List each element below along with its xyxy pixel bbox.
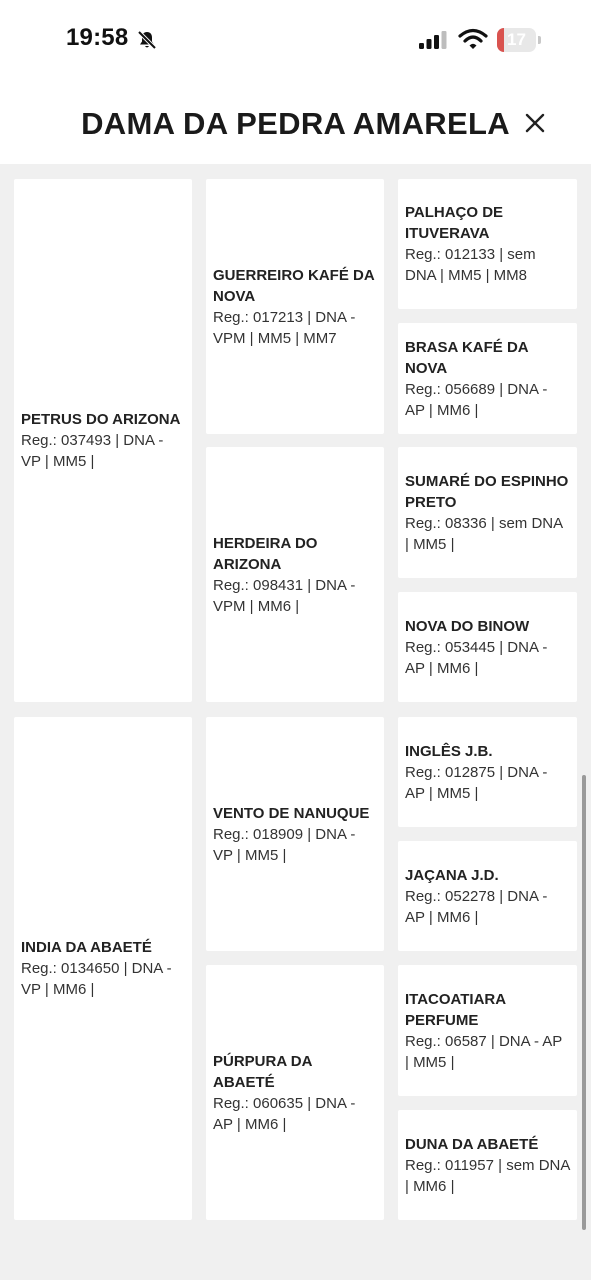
horse-registration: Reg.: 0134650 | DNA - VP | MM6 | bbox=[21, 960, 172, 998]
grandparent-card[interactable]: PÚRPURA DA ABAETÉ Reg.: 060635 | DNA - A… bbox=[206, 965, 384, 1220]
horse-registration: Reg.: 053445 | DNA - AP | MM6 | bbox=[405, 638, 548, 677]
great-grandparent-card[interactable]: INGLÊS J.B. Reg.: 012875 | DNA - AP | MM… bbox=[398, 717, 577, 827]
horse-registration: Reg.: 037493 | DNA - VP | MM5 | bbox=[21, 432, 164, 470]
grandparent-card[interactable]: VENTO DE NANUQUE Reg.: 018909 | DNA - VP… bbox=[206, 717, 384, 951]
horse-registration: Reg.: 012875 | DNA - AP | MM5 | bbox=[405, 763, 548, 802]
battery-icon: 17 bbox=[497, 28, 541, 52]
sire-card[interactable]: PETRUS DO ARIZONA Reg.: 037493 | DNA - V… bbox=[14, 179, 192, 702]
horse-registration: Reg.: 060635 | DNA - AP | MM6 | bbox=[213, 1094, 356, 1133]
wifi-icon bbox=[458, 28, 488, 50]
page-header: DAMA DA PEDRA AMARELA bbox=[0, 80, 591, 164]
horse-name: ITACOATIARA PERFUME bbox=[405, 990, 506, 1029]
horse-name: SUMARÉ DO ESPINHO PRETO bbox=[405, 472, 569, 511]
battery-level-fill bbox=[497, 28, 504, 52]
great-grandparent-card[interactable]: DUNA DA ABAETÉ Reg.: 011957 | sem DNA | … bbox=[398, 1110, 577, 1220]
horse-name: PÚRPURA DA ABAETÉ bbox=[213, 1052, 312, 1091]
status-bar: 19:58 17 bbox=[0, 0, 591, 80]
horse-registration: Reg.: 012133 | sem DNA | MM5 | MM8 bbox=[405, 246, 536, 284]
horse-registration: Reg.: 06587 | DNA - AP | MM5 | bbox=[405, 1032, 563, 1071]
horse-registration: Reg.: 018909 | DNA - VP | MM5 | bbox=[213, 825, 356, 864]
grandparent-card[interactable]: HERDEIRA DO ARIZONA Reg.: 098431 | DNA -… bbox=[206, 447, 384, 702]
horse-name: VENTO DE NANUQUE bbox=[213, 804, 370, 822]
page-title: DAMA DA PEDRA AMARELA bbox=[81, 106, 510, 141]
horse-name: BRASA KAFÉ DA NOVA bbox=[405, 338, 529, 377]
battery-cap bbox=[538, 36, 541, 44]
vertical-scrollbar[interactable] bbox=[582, 775, 586, 1230]
horse-registration: Reg.: 017213 | DNA - VPM | MM5 | MM7 bbox=[213, 308, 356, 347]
horse-name: JAÇANA J.D. bbox=[405, 866, 499, 884]
cellular-signal-icon bbox=[418, 30, 448, 50]
horse-registration: Reg.: 056689 | DNA - AP | MM6 | bbox=[405, 380, 548, 419]
close-button[interactable] bbox=[520, 108, 550, 138]
horse-name: INGLÊS J.B. bbox=[405, 742, 493, 760]
grandparent-card[interactable]: GUERREIRO KAFÉ DA NOVA Reg.: 017213 | DN… bbox=[206, 179, 384, 434]
great-grandparent-card[interactable]: JAÇANA J.D. Reg.: 052278 | DNA - AP | MM… bbox=[398, 841, 577, 951]
great-grandparent-card[interactable]: SUMARÉ DO ESPINHO PRETO Reg.: 08336 | se… bbox=[398, 447, 577, 578]
great-grandparent-card[interactable]: NOVA DO BINOW Reg.: 053445 | DNA - AP | … bbox=[398, 592, 577, 702]
horse-registration: Reg.: 011957 | sem DNA | MM6 | bbox=[405, 1156, 570, 1195]
dam-card[interactable]: INDIA DA ABAETÉ Reg.: 0134650 | DNA - VP… bbox=[14, 717, 192, 1220]
horse-name: DUNA DA ABAETÉ bbox=[405, 1135, 539, 1153]
close-icon[interactable] bbox=[520, 108, 550, 138]
horse-name: INDIA DA ABAETÉ bbox=[21, 939, 152, 956]
horse-name: PALHAÇO DE ITUVERAVA bbox=[405, 204, 504, 242]
battery-percent: 17 bbox=[507, 30, 526, 49]
horse-name: NOVA DO BINOW bbox=[405, 617, 530, 635]
horse-registration: Reg.: 052278 | DNA - AP | MM6 | bbox=[405, 887, 548, 926]
bell-muted-icon bbox=[136, 29, 158, 51]
horse-registration: Reg.: 098431 | DNA - VPM | MM6 | bbox=[213, 576, 356, 615]
horse-registration: Reg.: 08336 | sem DNA | MM5 | bbox=[405, 514, 563, 553]
status-time: 19:58 bbox=[66, 24, 129, 51]
great-grandparent-card[interactable]: BRASA KAFÉ DA NOVA Reg.: 056689 | DNA - … bbox=[398, 323, 577, 434]
horse-name: PETRUS DO ARIZONA bbox=[21, 411, 181, 428]
pedigree-tree: PETRUS DO ARIZONA Reg.: 037493 | DNA - V… bbox=[0, 164, 591, 1280]
horse-name: HERDEIRA DO ARIZONA bbox=[213, 534, 318, 573]
great-grandparent-card[interactable]: PALHAÇO DE ITUVERAVA Reg.: 012133 | sem … bbox=[398, 179, 577, 309]
horse-name: GUERREIRO KAFÉ DA NOVA bbox=[213, 266, 375, 305]
great-grandparent-card[interactable]: ITACOATIARA PERFUME Reg.: 06587 | DNA - … bbox=[398, 965, 577, 1096]
